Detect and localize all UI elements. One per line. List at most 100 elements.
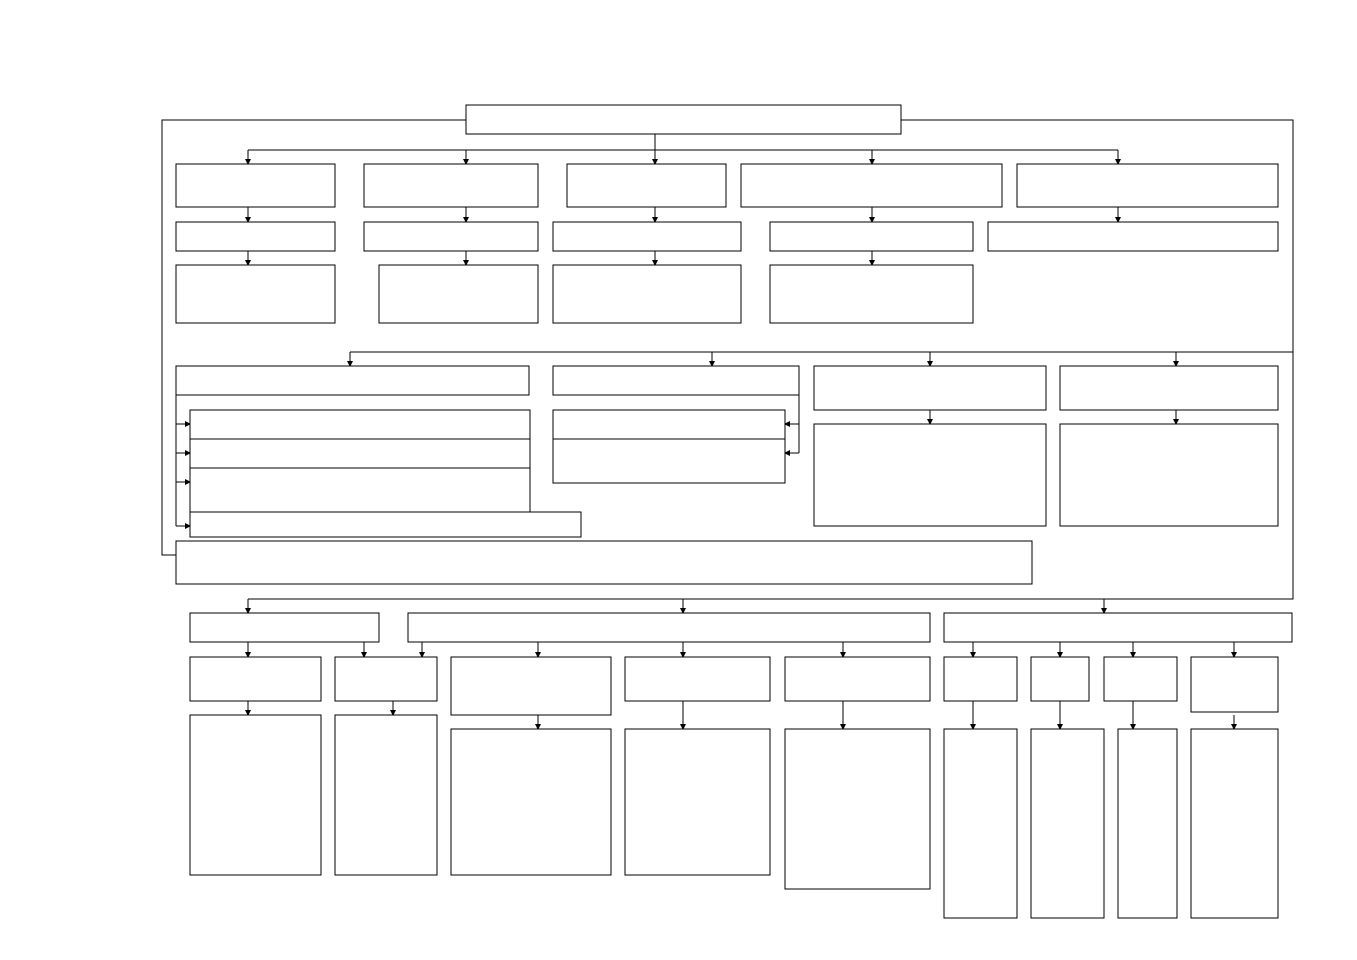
node-mid-group-a-item-4 bbox=[189, 511, 582, 538]
node-branch-2-step-1 bbox=[363, 221, 539, 252]
node-box bbox=[450, 656, 612, 716]
node-lower-right-child-1-detail bbox=[943, 728, 1018, 919]
group-frames bbox=[161, 119, 1294, 600]
node-box bbox=[175, 264, 336, 324]
node-box bbox=[175, 540, 1033, 585]
node-branch-2-detail bbox=[378, 264, 539, 324]
node-branch-2 bbox=[363, 163, 539, 208]
node-branch-1-step-1 bbox=[175, 221, 336, 252]
node-root bbox=[465, 104, 902, 135]
node-lower-center-child-3 bbox=[784, 656, 931, 702]
node-lower-left bbox=[189, 612, 380, 643]
node-branch-1-detail bbox=[175, 264, 336, 324]
node-lower-center-child-1-detail bbox=[450, 728, 612, 876]
node-lower-right-child-2 bbox=[1030, 656, 1090, 702]
node-box bbox=[334, 714, 438, 876]
node-branch-4-detail bbox=[769, 264, 974, 324]
node-mid-group-b-item-1 bbox=[552, 409, 786, 440]
node-box bbox=[175, 163, 336, 208]
node-mid-group-a-item-1 bbox=[189, 409, 531, 440]
node-box bbox=[943, 656, 1018, 702]
node-box bbox=[189, 714, 322, 876]
node-branch-4-step-1 bbox=[769, 221, 974, 252]
node-branch-3 bbox=[566, 163, 727, 208]
top-section-frame bbox=[161, 119, 1294, 600]
connectors bbox=[175, 134, 1237, 730]
node-branch-3-step-1 bbox=[552, 221, 742, 252]
node-box bbox=[1117, 728, 1178, 919]
node-box bbox=[784, 656, 931, 702]
node-branch-4 bbox=[740, 163, 1003, 208]
node-branch-5 bbox=[1016, 163, 1279, 208]
node-box bbox=[1059, 365, 1279, 411]
node-box bbox=[566, 163, 727, 208]
node-box bbox=[1030, 656, 1090, 702]
node-lower-center-child-2-detail bbox=[624, 728, 771, 876]
node-lower-right-child-2-detail bbox=[1030, 728, 1105, 919]
node-box bbox=[378, 264, 539, 324]
node-lower-center bbox=[407, 612, 931, 643]
node-lower-center-child-3-detail bbox=[784, 728, 931, 890]
node-box bbox=[740, 163, 1003, 208]
node-box bbox=[552, 221, 742, 252]
node-lower-right-child-1 bbox=[943, 656, 1018, 702]
node-box bbox=[769, 221, 974, 252]
node-branch-1 bbox=[175, 163, 336, 208]
node-mid-group-c-detail bbox=[813, 423, 1047, 527]
node-box bbox=[450, 728, 612, 876]
node-box bbox=[1030, 728, 1105, 919]
node-box bbox=[784, 728, 931, 890]
node-box bbox=[1103, 656, 1178, 702]
node-box bbox=[552, 438, 786, 484]
node-wide-note bbox=[175, 540, 1033, 585]
node-box bbox=[813, 365, 1047, 411]
node-box bbox=[552, 264, 742, 324]
node-mid-group-a-item-3 bbox=[189, 467, 531, 513]
node-box bbox=[813, 423, 1047, 527]
node-box bbox=[1190, 728, 1279, 919]
node-lower-left-child-2-detail bbox=[334, 714, 438, 876]
node-mid-group-d bbox=[1059, 365, 1279, 411]
node-box bbox=[189, 656, 322, 702]
node-box bbox=[552, 409, 786, 440]
node-lower-right-child-3 bbox=[1103, 656, 1178, 702]
node-box bbox=[769, 264, 974, 324]
node-box bbox=[189, 511, 582, 538]
node-box bbox=[334, 656, 438, 702]
node-lower-left-child-2 bbox=[334, 656, 438, 702]
node-lower-left-child-1 bbox=[189, 656, 322, 702]
node-lower-left-child-1-detail bbox=[189, 714, 322, 876]
node-box bbox=[943, 612, 1293, 643]
node-box bbox=[1190, 656, 1279, 713]
node-lower-right-child-4 bbox=[1190, 656, 1279, 713]
node-mid-group-c bbox=[813, 365, 1047, 411]
node-box bbox=[1059, 423, 1279, 527]
node-box bbox=[987, 221, 1279, 252]
node-box bbox=[189, 409, 531, 440]
node-box bbox=[465, 104, 902, 135]
node-box bbox=[363, 163, 539, 208]
node-mid-group-b bbox=[552, 365, 800, 396]
node-box bbox=[363, 221, 539, 252]
node-mid-group-a-item-2 bbox=[189, 438, 531, 469]
node-mid-group-b-item-2 bbox=[552, 438, 786, 484]
node-box bbox=[624, 728, 771, 876]
node-lower-right-child-4-detail bbox=[1190, 728, 1279, 919]
node-lower-right bbox=[943, 612, 1293, 643]
node-branch-5-step-1 bbox=[987, 221, 1279, 252]
node-box bbox=[175, 365, 530, 396]
node-box bbox=[552, 365, 800, 396]
node-branch-3-detail bbox=[552, 264, 742, 324]
node-box bbox=[175, 221, 336, 252]
node-box bbox=[189, 438, 531, 469]
node-box bbox=[189, 612, 380, 643]
nodes bbox=[175, 104, 1293, 919]
node-mid-group-a bbox=[175, 365, 530, 396]
node-box bbox=[1016, 163, 1279, 208]
node-box bbox=[189, 467, 531, 513]
node-lower-center-child-2 bbox=[624, 656, 771, 702]
node-mid-group-d-detail bbox=[1059, 423, 1279, 527]
node-box bbox=[943, 728, 1018, 919]
